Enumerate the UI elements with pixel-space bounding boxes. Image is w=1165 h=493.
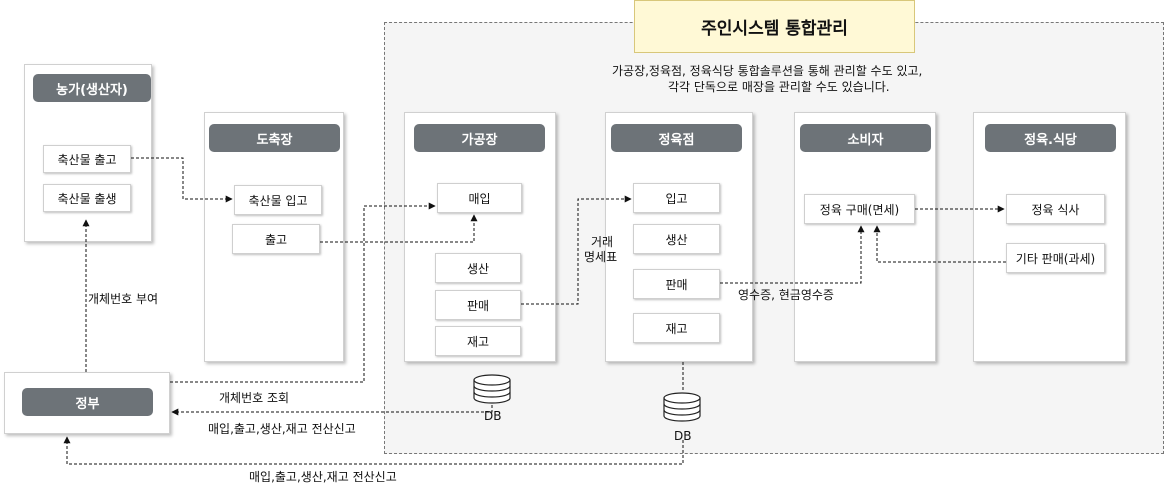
db-label-butcher: DB xyxy=(674,429,692,443)
butcher-item-sales[interactable]: 판매 xyxy=(633,269,720,299)
slaughterhouse-item-shipment[interactable]: 출고 xyxy=(232,224,320,254)
government-header: 정부 xyxy=(22,388,153,416)
edge-db2-to-government xyxy=(63,436,684,465)
consumer-header: 소비자 xyxy=(800,124,931,152)
slaughterhouse-item-receiving[interactable]: 축산물 입고 xyxy=(234,185,322,215)
processing-plant-header: 가공장 xyxy=(414,124,545,152)
slaughterhouse-header: 도축장 xyxy=(209,124,340,152)
edge-restaurant-to-consumer xyxy=(873,225,1006,263)
label-report-processing: 매입,출고,생산,재고 전산신고 xyxy=(208,422,356,436)
description-line-1: 가공장,정육점, 정육식당 통합솔루션을 통해 관리할 수도 있고, xyxy=(612,64,923,78)
db-icon-processing xyxy=(473,374,511,404)
label-invoice-line-1: 거래 xyxy=(591,235,614,249)
butcher-item-receiving[interactable]: 입고 xyxy=(633,183,720,213)
restaurant-item-meal[interactable]: 정육 식사 xyxy=(1006,194,1105,224)
diagram-title: 주인시스템 통합관리 xyxy=(634,0,915,53)
edge-farm-to-slaughterhouse xyxy=(131,157,233,203)
edge-butcher-to-consumer xyxy=(720,225,865,284)
db-icon-butcher xyxy=(663,392,701,422)
processing-item-inventory[interactable]: 재고 xyxy=(435,326,521,356)
farm-item-birth[interactable]: 축산물 출생 xyxy=(43,184,131,212)
edge-government-to-processing xyxy=(170,202,436,383)
label-invoice-line-2: 명세표 xyxy=(584,250,618,264)
processing-item-sales[interactable]: 판매 xyxy=(435,290,521,320)
processing-item-purchase[interactable]: 매입 xyxy=(437,183,522,213)
edge-db1-to-government xyxy=(171,400,493,416)
processing-item-production[interactable]: 생산 xyxy=(435,253,521,283)
butcher-item-production[interactable]: 생산 xyxy=(633,224,720,254)
label-id-lookup: 개체번호 조회 xyxy=(219,391,290,405)
db-label-processing: DB xyxy=(484,409,502,423)
consumer-panel xyxy=(794,112,936,362)
butcher-shop-header: 정육점 xyxy=(611,124,742,152)
restaurant-panel xyxy=(973,112,1126,362)
label-id-assign: 개체번호 부여 xyxy=(88,292,159,306)
processing-plant-panel xyxy=(404,112,556,362)
description-line-2: 각각 단독으로 매장을 관리할 수도 있습니다. xyxy=(668,80,890,94)
restaurant-header: 정육.식당 xyxy=(985,124,1116,152)
consumer-item-meat-purchase[interactable]: 정육 구매(면세) xyxy=(804,194,915,224)
restaurant-item-other-sales[interactable]: 기타 판매(과세) xyxy=(1006,243,1105,273)
butcher-item-inventory[interactable]: 재고 xyxy=(633,313,720,343)
farm-item-shipment[interactable]: 축산물 출고 xyxy=(43,145,131,173)
farm-header: 농가(생산자) xyxy=(33,74,151,102)
label-receipt: 영수증, 현금영수증 xyxy=(738,288,834,302)
label-report-butcher: 매입,출고,생산,재고 전산신고 xyxy=(249,470,397,484)
edge-slaughterhouse-to-processing xyxy=(320,214,478,243)
